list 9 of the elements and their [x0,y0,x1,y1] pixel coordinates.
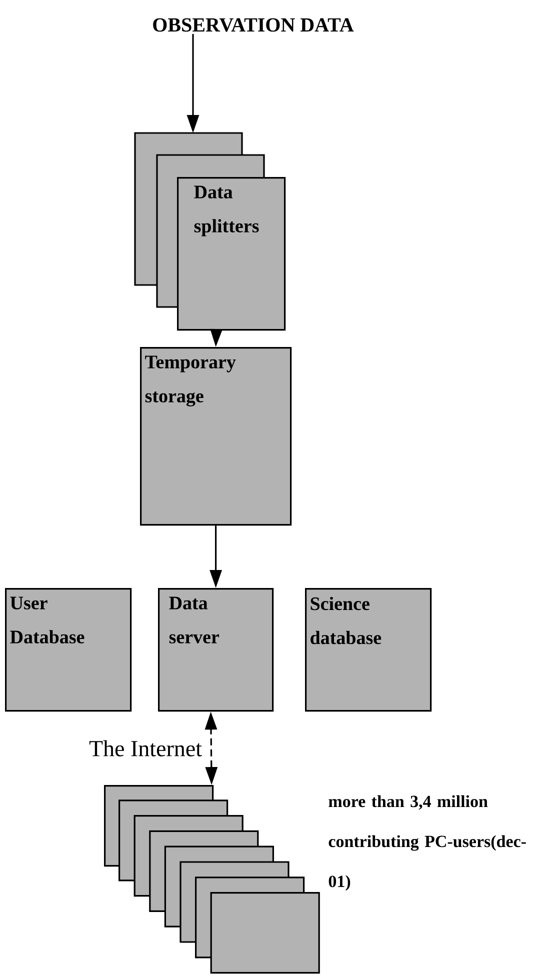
heading-text: OBSERVATION DATA [153,18,354,32]
process-box: Data server [158,588,274,712]
box-stack-drawing: Data splitters [134,132,286,331]
caption-text: more than 3,4 million contributing PC-users(dec-01) [328,795,526,891]
edge-label: The Internet [88,739,203,758]
process-box: Science database [305,588,432,712]
process-box: User Database [5,588,132,712]
process-box: Temporary storage [140,347,292,526]
box-stack-drawing [104,785,320,974]
